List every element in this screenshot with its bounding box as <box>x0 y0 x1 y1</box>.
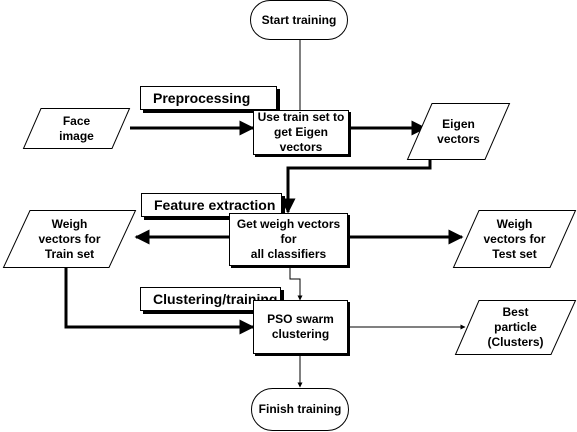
use-train-set-process: Use train set to get Eigen vectors <box>253 110 349 155</box>
eigen-vectors-output: Eigen vectors <box>406 103 511 160</box>
weigh-test-shape <box>452 210 577 268</box>
face-image-text: Face image <box>59 113 94 143</box>
edge-weigh-train-to-pso <box>64 268 255 335</box>
preprocessing-label: Preprocessing <box>140 86 277 110</box>
edge-eigen-vectors-to-get-weigh-vectors <box>280 160 432 214</box>
weigh-train-text: Weigh vectors for Train set <box>38 216 101 261</box>
weigh-train-output: Weigh vectors for Train set <box>2 210 137 268</box>
pso-swarm-clustering-process: PSO swarm clustering <box>253 300 348 354</box>
weigh-test-output: Weigh vectors for Test set <box>452 210 577 268</box>
eigen-vectors-text: Eigen vectors <box>437 116 480 146</box>
best-particle-output: Best particle (Clusters) <box>454 300 577 355</box>
face-image-input: Face image <box>22 108 131 149</box>
edge-get-weigh-vectors-to-pso <box>289 267 303 301</box>
weigh-test-text: Weigh vectors for Test set <box>483 216 546 261</box>
face-image-shape <box>22 108 131 149</box>
best-particle-shape <box>454 300 577 355</box>
best-particle-text: Best particle (Clusters) <box>487 305 544 349</box>
eigen-vectors-shape <box>406 103 511 160</box>
weigh-train-shape <box>2 210 137 268</box>
start-terminal: Start training <box>250 0 348 40</box>
finish-terminal: Finish training <box>251 388 349 431</box>
get-weigh-vectors-process: Get weigh vectors for all classifiers <box>229 213 348 266</box>
clustering-training-label: Clustering/training <box>140 287 281 311</box>
